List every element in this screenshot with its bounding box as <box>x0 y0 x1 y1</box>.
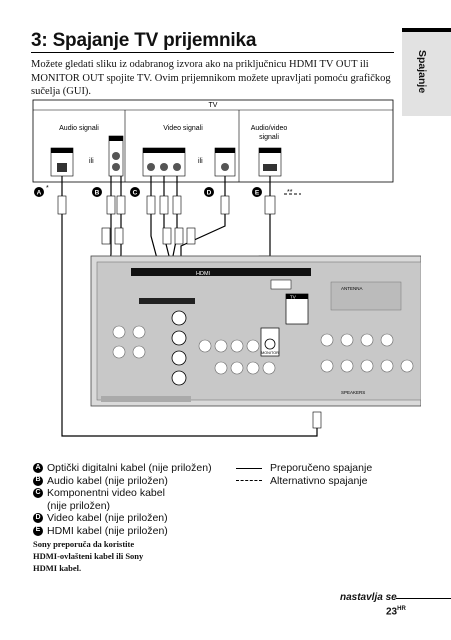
badge-b-icon: B <box>33 475 43 486</box>
legend-item-c-sub: (nije priložen) <box>47 499 111 512</box>
dashed-line-icon <box>236 480 262 482</box>
tv-label: TV <box>209 102 218 109</box>
badge-a: A <box>34 187 44 197</box>
badge-a-icon: A <box>33 463 43 473</box>
receiver-panel: HDMI TV MONITOR ANTENNA SPEAKERS <box>90 255 421 407</box>
badge-b: B <box>92 187 102 197</box>
chapter-tab-label: Spajanje <box>416 50 428 94</box>
port-audio-out <box>108 135 124 177</box>
hdmi-label: HDMI <box>196 271 211 277</box>
group-video: Video signali <box>163 125 203 132</box>
antenna-label: ANTENNA <box>341 286 363 291</box>
badge-d-icon: D <box>33 513 43 523</box>
port-component-in <box>142 147 186 177</box>
double-star-marker: ** <box>287 189 293 196</box>
badge-d: D <box>204 187 214 197</box>
svg-text:C: C <box>133 190 138 197</box>
svg-text:D: D <box>207 190 212 197</box>
intro-paragraph: Možete gledati sliku iz odabranog izvora… <box>31 59 391 97</box>
svg-text:A: A <box>37 190 42 197</box>
title-rule <box>31 52 394 53</box>
svg-text:E: E <box>255 190 260 197</box>
line-key: Preporučeno spajanje Alternativno spajan… <box>236 462 372 487</box>
legend-note: Sony preporuča da koristite HDMI-ovlašte… <box>33 539 144 573</box>
key-recommended: Preporučeno spajanje <box>236 462 372 475</box>
chapter-tab <box>402 28 451 116</box>
solid-line-icon <box>236 467 262 469</box>
speakers-label: SPEAKERS <box>341 390 365 395</box>
chapter-tab-bar <box>402 28 451 32</box>
star-marker: * <box>46 185 49 192</box>
page-number: 23HR <box>386 606 406 618</box>
tv-panel <box>32 99 394 183</box>
or-2: ili <box>198 158 203 165</box>
group-audio: Audio signali <box>59 125 99 132</box>
badge-c-icon: C <box>33 488 43 498</box>
port-hdmi-in <box>258 147 282 177</box>
svg-text:B: B <box>95 190 100 197</box>
connection-diagram: TV Audio signali Video signali Audio/vid… <box>32 99 421 437</box>
page-title: 3: Spajanje TV prijemnika <box>31 30 257 51</box>
tv-port-label: TV <box>290 295 296 300</box>
group-av-1: Audio/video <box>251 125 288 132</box>
or-1: ili <box>89 158 94 165</box>
continued-label: nastavlja se <box>340 592 397 603</box>
key-alternative: Alternativno spajanje <box>236 475 372 488</box>
footer-rule <box>396 598 451 599</box>
badge-e: E <box>252 187 262 197</box>
monitor-label: MONITOR <box>261 351 279 355</box>
port-video-in <box>214 147 236 177</box>
port-digital-optical <box>50 147 74 177</box>
badge-c: C <box>130 187 140 197</box>
badge-e-icon: E <box>33 525 43 536</box>
group-av-2: signali <box>259 134 279 141</box>
